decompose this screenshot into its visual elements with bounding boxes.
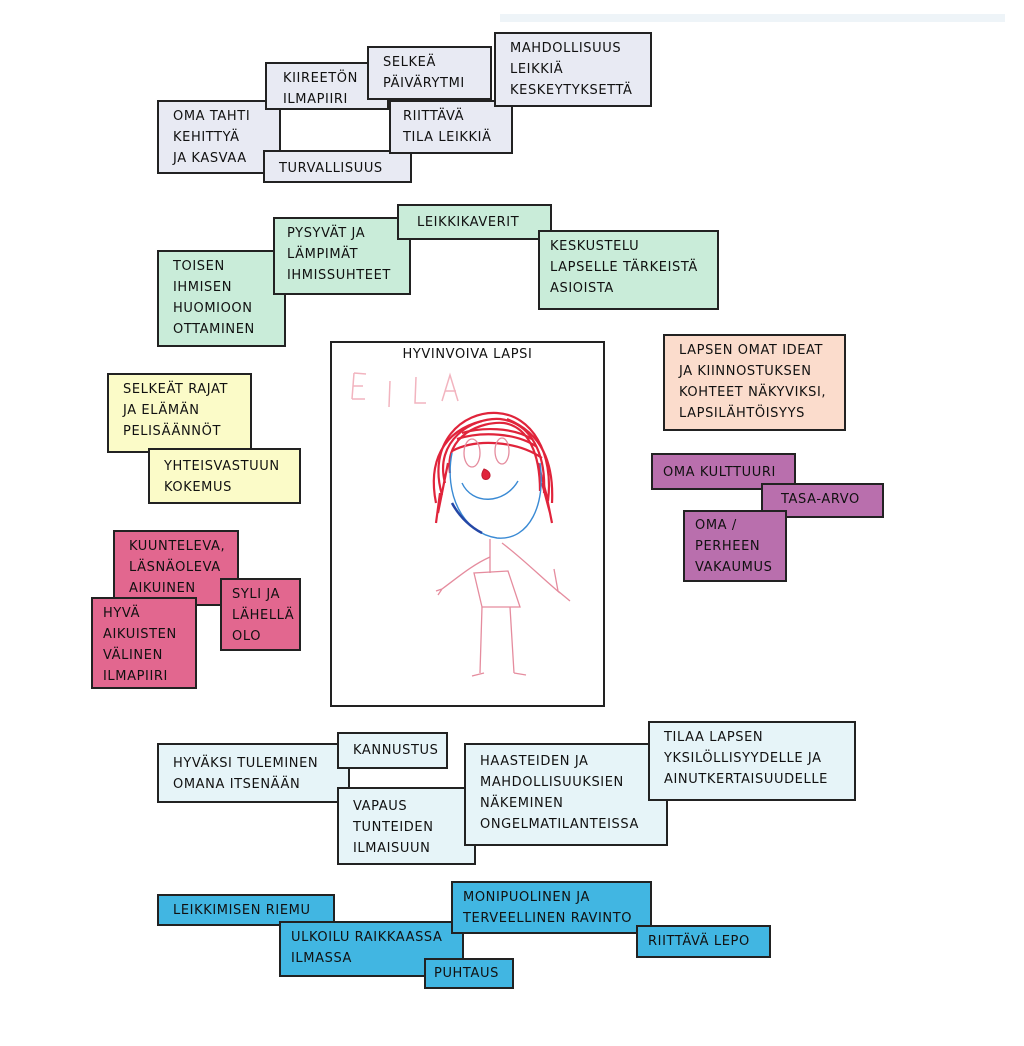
mouth: [461, 480, 519, 500]
box-yhteisvastuun: YHTEISVASTUUN KOKEMUS: [148, 448, 301, 504]
nose: [481, 468, 491, 480]
box-toisen: TOISEN IHMISEN HUOMIOON OTTAMINEN: [157, 250, 286, 347]
box-ravinto: MONIPUOLINEN JA TERVEELLINEN RAVINTO: [451, 881, 652, 934]
box-oma-tahti: OMA TAHTI KEHITTYÄ JA KASVAA: [157, 100, 281, 174]
box-kannustus: KANNUSTUS: [337, 732, 448, 769]
box-lepo: RIITTÄVÄ LEPO: [636, 925, 771, 958]
box-puhtaus: PUHTAUS: [424, 958, 514, 989]
box-tilaa: TILAA LAPSEN YKSILÖLLISYYDELLE JA AINUTK…: [648, 721, 856, 801]
box-riittava-tila: RIITTÄVÄ TILA LEIKKIÄ: [389, 100, 513, 154]
box-hyvaksi: HYVÄKSI TULEMINEN OMANA ITSENÄÄN: [157, 743, 350, 803]
box-pysyvat: PYSYVÄT JA LÄMPIMÄT IHMISSUHTEET: [273, 217, 411, 295]
left-eye: [463, 438, 481, 468]
box-riemu: LEIKKIMISEN RIEMU: [157, 894, 335, 926]
box-rajat: SELKEÄT RAJAT JA ELÄMÄN PELISÄÄNNÖT: [107, 373, 252, 453]
box-vakaumus: OMA / PERHEEN VAKAUMUS: [683, 510, 787, 582]
top-scan-strip: [500, 14, 1005, 22]
box-selkea: SELKEÄ PÄIVÄRYTMI: [367, 46, 492, 100]
stick-body: [435, 539, 571, 677]
box-mahdollisuus: MAHDOLLISUUS LEIKKIÄ KESKEYTYKSETTÄ: [494, 32, 652, 107]
box-turvallisuus: TURVALLISUUS: [263, 150, 412, 183]
center-drawing-frame: HYVINVOIVA LAPSI: [330, 341, 605, 707]
box-lapsen-ideat: LAPSEN OMAT IDEAT JA KIINNOSTUKSEN KOHTE…: [663, 334, 846, 431]
name-scrawl: [351, 372, 459, 408]
right-eye: [494, 437, 510, 465]
box-vapaus: VAPAUS TUNTEIDEN ILMAISUUN: [337, 787, 476, 865]
box-keskustelu: KESKUSTELU LAPSELLE TÄRKEISTÄ ASIOISTA: [538, 230, 719, 310]
hair-scribble: [432, 411, 554, 524]
child-drawing: [351, 372, 571, 677]
face-outline: [449, 452, 542, 539]
box-kuunteleva: KUUNTELEVA, LÄSNÄOLEVA AIKUINEN: [113, 530, 239, 606]
box-syli: SYLI JA LÄHELLÄ OLO: [220, 578, 301, 651]
center-title: HYVINVOIVA LAPSI: [402, 347, 533, 362]
box-hyva: HYVÄ AIKUISTEN VÄLINEN ILMAPIIRI: [91, 597, 197, 689]
box-leikkikaverit: LEIKKIKAVERIT: [397, 204, 552, 240]
box-haasteiden: HAASTEIDEN JA MAHDOLLISUUKSIEN NÄKEMINEN…: [464, 743, 668, 846]
